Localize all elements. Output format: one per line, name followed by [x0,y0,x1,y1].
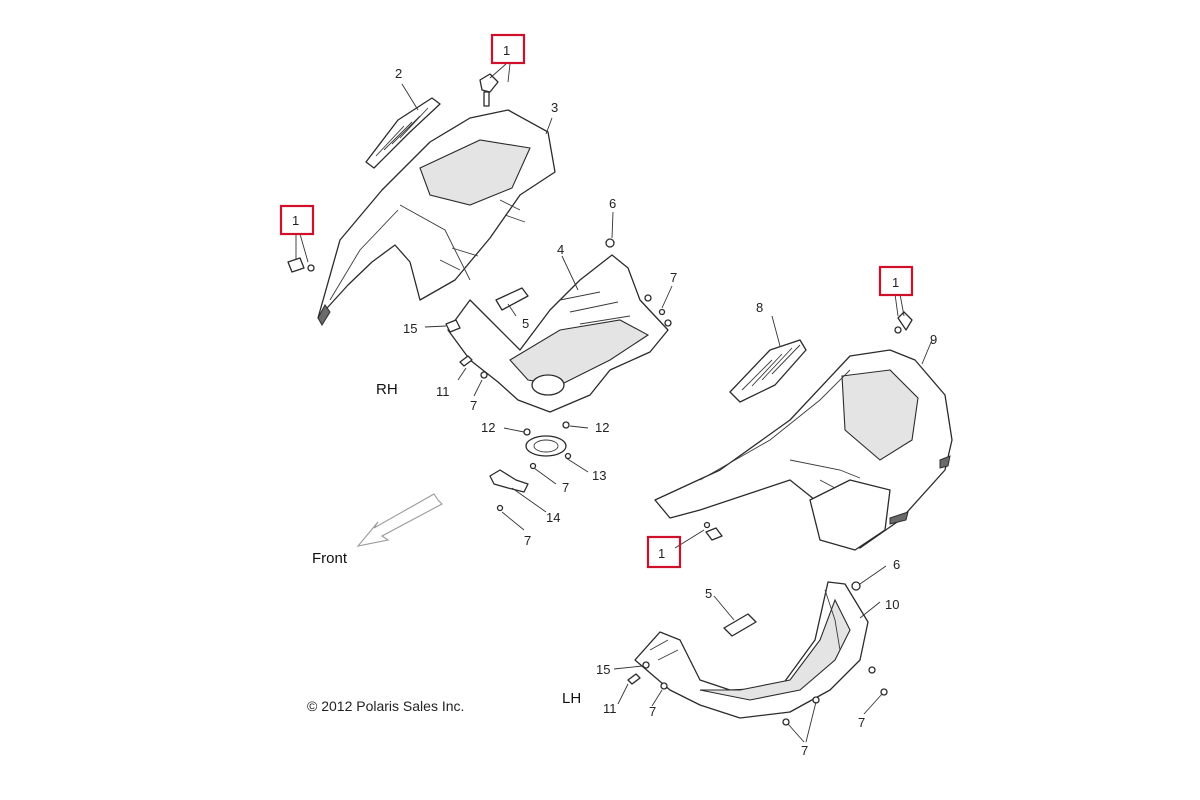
label-6-rh: 6 [609,196,616,211]
lh-hardware [627,311,913,726]
label-1-left: 1 [292,213,299,228]
lh-vent-grille [729,339,807,403]
label-7-rh-c: 7 [562,480,569,495]
rh-side-label: RH [376,381,398,398]
label-7-lh-b: 7 [858,715,865,730]
label-1-right: 1 [892,275,899,290]
label-10: 10 [885,597,899,612]
label-14: 14 [546,510,560,525]
rh-lower-panel [447,254,669,413]
label-6-lh: 6 [893,557,900,572]
part-number-labels: 1 2 3 1 6 4 7 5 15 11 7 12 12 13 7 14 7 … [292,43,937,758]
callout-box-top [490,33,526,65]
callout-box-left [279,204,315,236]
lh-lower-panel [634,581,869,719]
label-3: 3 [551,100,558,115]
label-15-lh: 15 [596,662,610,677]
label-1-top: 1 [503,43,510,58]
lh-upper-side-panel [654,349,953,551]
callout-box-right [878,265,914,297]
front-direction-arrow [356,493,443,547]
lh-side-label: LH [562,690,581,707]
rh-vent-grille [365,97,441,169]
label-11-rh: 11 [436,384,450,399]
label-4: 4 [557,242,564,257]
leader-lines [295,63,933,743]
label-15-rh: 15 [403,321,417,336]
label-13: 13 [592,468,606,483]
label-7-lh-c: 7 [801,743,808,758]
label-11-lh: 11 [603,701,617,716]
label-12-left: 12 [481,420,495,435]
label-5-rh: 5 [522,316,529,331]
highlighted-callouts [279,33,914,569]
rh-upper-side-panel [317,109,556,326]
rh-hardware [287,73,672,512]
label-7-rh-d: 7 [524,533,531,548]
label-7-rh-a: 7 [670,270,677,285]
callout-box-bottom [646,535,682,569]
label-12-right: 12 [595,420,609,435]
label-7-lh-a: 7 [649,704,656,719]
label-8: 8 [756,300,763,315]
label-1-bottom: 1 [658,546,665,561]
label-9: 9 [930,332,937,347]
label-2: 2 [395,66,402,81]
front-label: Front [312,550,348,567]
label-7-rh-b: 7 [470,398,477,413]
label-5-lh: 5 [705,586,712,601]
copyright-text: © 2012 Polaris Sales Inc. [307,698,464,714]
